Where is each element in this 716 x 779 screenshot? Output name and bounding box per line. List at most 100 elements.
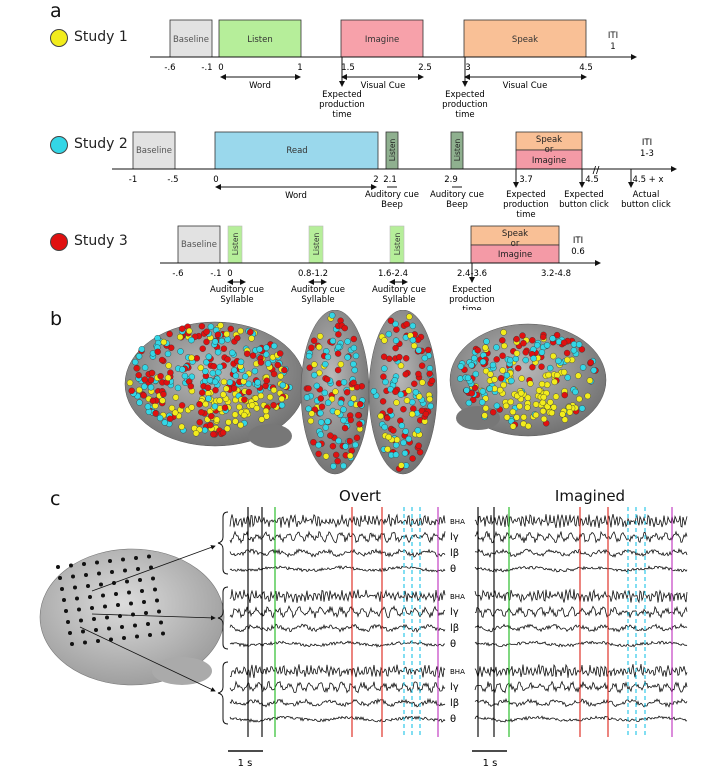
electrodes-top xyxy=(303,312,436,472)
brain-electrode-grid xyxy=(39,545,225,692)
electrode-dot xyxy=(270,386,278,394)
s1-baseline-label: Baseline xyxy=(173,35,209,45)
electrode-dot xyxy=(188,354,195,361)
electrode-dot xyxy=(396,353,403,361)
electrode-dot xyxy=(310,438,317,446)
electrode-dot xyxy=(393,436,401,444)
electrode-dot xyxy=(522,349,529,356)
electrode-dot xyxy=(493,344,500,351)
electrode-dot xyxy=(247,328,254,336)
electrode-dot xyxy=(218,337,226,345)
signal-trace xyxy=(229,697,446,708)
electrode-dot xyxy=(334,350,342,357)
electrode-dot xyxy=(575,372,582,379)
signal-trace xyxy=(474,663,688,678)
s1-visual-cue-label-2: Visual Cue xyxy=(503,81,548,91)
electrode-dot xyxy=(502,402,510,410)
grid-electrode xyxy=(97,571,101,576)
grid-electrode xyxy=(108,559,112,563)
s3-imagine-label: Imagine xyxy=(498,250,532,260)
grid-electrode xyxy=(101,593,105,598)
electrode-dot xyxy=(346,437,353,445)
s2-actual: Actual xyxy=(633,190,660,200)
electrode-dot xyxy=(457,363,464,370)
electrode-dot xyxy=(352,352,360,360)
s3-auditory-cue-3: Auditory cue xyxy=(372,285,426,295)
electrode-dot xyxy=(217,322,224,329)
s2-tick-label: -.5 xyxy=(167,175,178,185)
electrode-dot xyxy=(223,330,230,338)
electrode-dot xyxy=(425,346,432,354)
electrode-dot xyxy=(158,356,166,364)
grid-electrode xyxy=(58,576,62,580)
electrode-dot xyxy=(188,336,195,344)
electrode-dot xyxy=(406,313,413,320)
electrode-dot xyxy=(513,335,520,343)
electrode-dot xyxy=(575,341,583,348)
electrode-dot xyxy=(177,348,184,355)
electrode-dot xyxy=(545,371,552,379)
electrode-dot xyxy=(231,411,239,418)
s2-tick-label: -1 xyxy=(129,175,137,185)
electrode-dot xyxy=(353,383,361,391)
electrode-dot xyxy=(538,349,546,356)
electrode-dot xyxy=(350,335,357,343)
s3-iti-value: 0.6 xyxy=(571,247,585,257)
s1-iti-label: ITI xyxy=(608,31,618,41)
s2-iti-label: ITI xyxy=(642,138,652,148)
electrode-dot xyxy=(317,395,324,402)
electrode-dot xyxy=(559,411,566,418)
grid-electrode xyxy=(161,631,165,636)
electrode-dot xyxy=(525,422,532,430)
electrode-dot xyxy=(519,332,526,339)
electrode-dot xyxy=(317,409,324,417)
electrode-dot xyxy=(196,419,203,426)
electrode-dot xyxy=(257,392,265,400)
study3-timeline: Baseline Listen Listen Listen Speak or I… xyxy=(160,225,601,310)
panel-b-brain-views xyxy=(124,310,607,475)
electrode-dot xyxy=(518,375,525,382)
electrode-dot xyxy=(563,349,571,357)
brain-left-lateral-view xyxy=(124,321,306,448)
electrode-dot xyxy=(527,380,534,387)
electrode-dot xyxy=(211,403,219,410)
electrode-dot xyxy=(154,348,161,355)
s3-syllable-3: Syllable xyxy=(382,295,415,305)
electrode-dot xyxy=(532,411,540,419)
electrode-dot xyxy=(211,338,219,345)
signal-trace xyxy=(474,680,688,694)
electrode-dot xyxy=(237,358,245,366)
electrode-dot xyxy=(344,354,351,361)
electrode-dot xyxy=(403,320,410,328)
electrode-dot xyxy=(384,445,391,453)
electrode-dot xyxy=(380,353,388,360)
study2-marker-icon xyxy=(50,136,68,154)
grid-electrode xyxy=(56,565,60,569)
electrode-dot xyxy=(564,374,571,381)
electrode-dot xyxy=(165,362,172,369)
electrode-dot xyxy=(174,384,182,392)
electrode-dot xyxy=(503,414,511,421)
grid-electrode xyxy=(148,633,152,637)
electrode-dot xyxy=(322,453,330,460)
electrode-dot xyxy=(507,398,514,406)
band-label: lβ xyxy=(450,698,459,709)
electrode-dot xyxy=(160,338,168,346)
grid-electrode xyxy=(120,625,124,629)
electrode-dot xyxy=(197,364,205,371)
electrode-dot xyxy=(343,389,351,396)
s2-tick-label: 3.7 xyxy=(519,175,533,185)
electrode-dot xyxy=(307,417,314,425)
electrode-dot xyxy=(561,416,569,423)
electrode-dot xyxy=(152,410,159,417)
electrode-dot xyxy=(322,424,329,431)
electrode-dot xyxy=(223,425,231,432)
brace-2 xyxy=(217,586,229,650)
electrode-dot xyxy=(341,324,348,332)
electrode-dot xyxy=(334,366,342,374)
electrode-dot xyxy=(187,382,195,390)
electrode-dot xyxy=(254,379,261,386)
electrode-dot xyxy=(140,392,147,399)
grid-electrode xyxy=(123,568,127,573)
electrode-dot xyxy=(340,406,347,413)
